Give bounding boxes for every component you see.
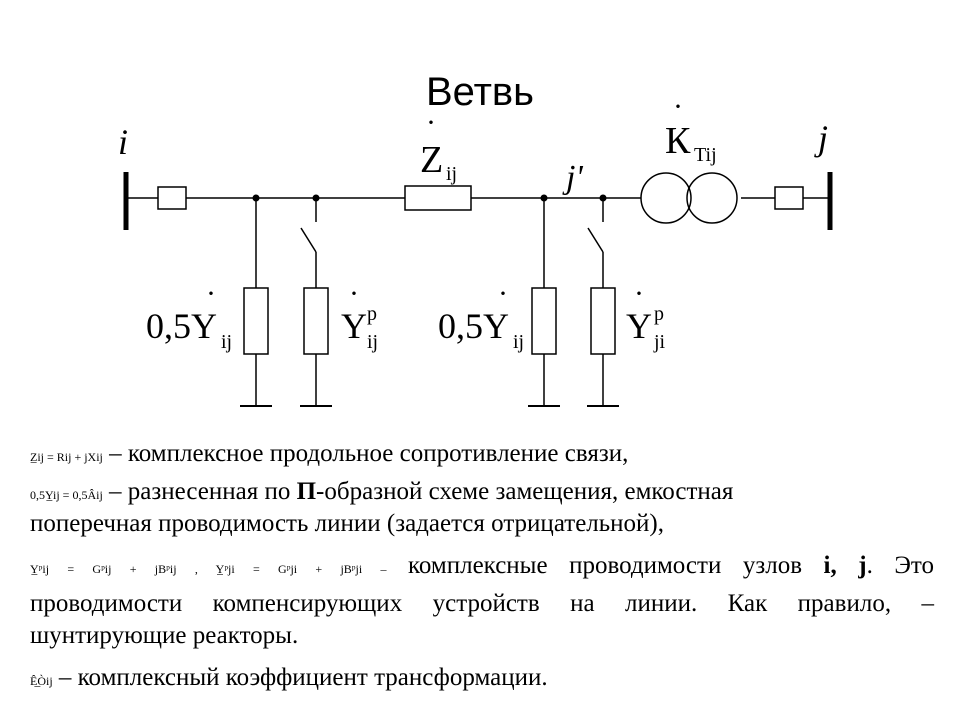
junction-dot: [540, 194, 548, 202]
yp-ji-superscript: p: [654, 303, 664, 325]
z-formula: Z̲ij = Rij + jXij: [30, 450, 103, 464]
yp-description-a: комплексные проводимости узлов: [408, 552, 803, 579]
line-3: поперечная проводимость линии (задается …: [30, 510, 664, 537]
breaker-i: [157, 186, 187, 210]
junction-dot: [252, 194, 260, 202]
yp-ji-subscript: ji: [653, 331, 666, 353]
yp-ji-label: Y: [626, 306, 652, 346]
y-half-right-subscript: ij: [513, 331, 524, 353]
z-label: Z: [420, 139, 443, 181]
z-description: – комплексное продольное сопротивление с…: [109, 440, 629, 467]
yp-ij-dot: ·: [349, 277, 359, 310]
line-2: 0,5Y̲ij = 0,5Âij – разнесенная по П-обра…: [30, 478, 733, 509]
yp-ji-dot: ·: [634, 277, 644, 310]
y-half-left-label: 0,5Y: [146, 306, 217, 346]
yp-formula: Y̲ᵖij = Gᵖij + jBᵖij , Y̲ᵖji = Gᵖji + jB…: [30, 562, 387, 576]
line-6: шунтирующие реакторы.: [30, 622, 299, 649]
branch-circuit-diagram: i j j' · Z ij · К Tij · 0,5Y ij · Y p ij…: [118, 90, 833, 407]
transformer-winding-1: [640, 172, 692, 224]
yp-ij-label: Y: [341, 306, 367, 346]
y-half-formula: 0,5Y̲ij = 0,5Âij: [30, 488, 103, 502]
junction-dot: [312, 194, 320, 202]
junction-dot: [599, 194, 607, 202]
transformer-winding-2: [686, 172, 738, 224]
line-5: проводимости компенсирующих устройств на…: [30, 590, 934, 617]
k-dot: ·: [673, 90, 683, 123]
y-half-right-dot: ·: [498, 277, 508, 310]
y-half-description-a: – разнесенная по: [109, 478, 291, 505]
reactor-yp-ij: [303, 287, 329, 355]
node-jprime-label: j': [562, 159, 583, 196]
shunt-half-y-left: [243, 287, 269, 355]
pi-letter: П: [296, 478, 317, 505]
breaker-j: [774, 186, 804, 210]
line-1: Z̲ij = Rij + jXij – комплексное продольн…: [30, 440, 628, 471]
line-7: Ê̲Òij – комплексный коэффициент трансфор…: [30, 664, 548, 695]
yp-ij-superscript: p: [367, 303, 377, 325]
diagram-title: Ветвь: [425, 70, 534, 114]
yp-description-b: . Это: [866, 552, 934, 579]
y-half-left-dot: ·: [206, 277, 216, 310]
y-half-description-b: -образной схеме замещения, емкостная: [316, 478, 734, 505]
node-i-label: i: [118, 122, 128, 162]
z-subscript: ij: [446, 163, 457, 185]
nodes-ij: i, j: [823, 552, 867, 579]
node-j-label: j: [814, 118, 828, 158]
shunt-half-y-right: [531, 287, 557, 355]
reactor-yp-ji: [590, 287, 616, 355]
k-label: К: [665, 120, 691, 162]
k-formula: Ê̲Òij: [30, 674, 53, 688]
yp-ij-subscript: ij: [367, 331, 378, 353]
k-description: – комплексный коэффициент трансформации.: [58, 664, 548, 691]
line-4: Y̲ᵖij = Gᵖij + jBᵖij , Y̲ᵖji = Gᵖji + jB…: [30, 552, 934, 583]
switch-left: [300, 227, 317, 253]
impedance-z: [404, 185, 472, 211]
k-subscript: Tij: [694, 144, 717, 166]
y-half-left-subscript: ij: [221, 331, 232, 353]
z-dot: ·: [426, 106, 436, 139]
y-half-right-label: 0,5Y: [438, 306, 509, 346]
switch-right: [587, 227, 604, 253]
